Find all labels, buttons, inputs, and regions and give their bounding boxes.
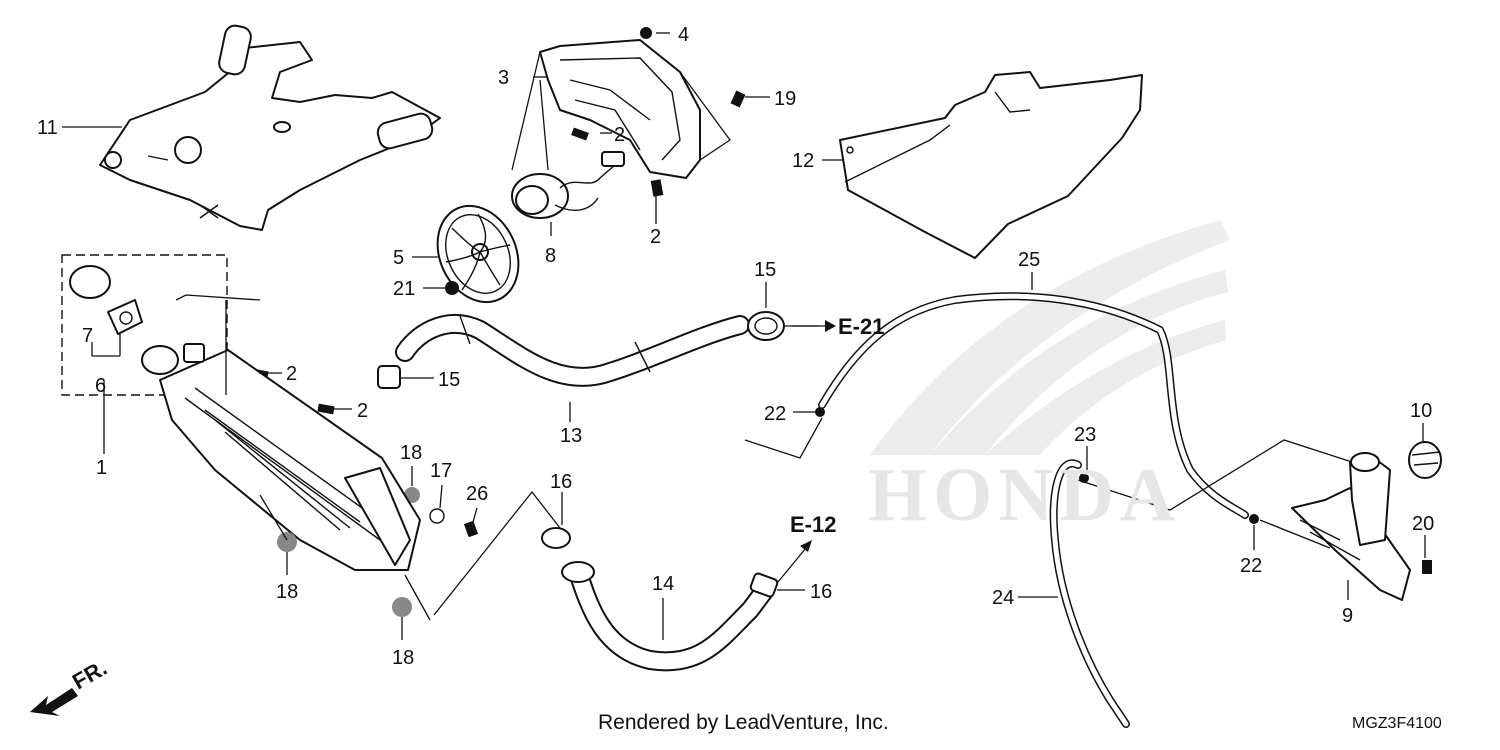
callout-16: 16 <box>550 471 572 493</box>
brand-watermark: HONDA <box>868 453 1181 537</box>
reference-e21: E-21 <box>838 314 884 339</box>
callout-26: 26 <box>466 483 488 505</box>
front-direction-arrow: FR. <box>30 655 111 716</box>
callout-22: 22 <box>1240 555 1262 577</box>
fan-motor-part <box>511 151 625 219</box>
render-credit: Rendered by LeadVenture, Inc. <box>598 711 889 734</box>
callout-3: 3 <box>498 67 509 89</box>
callout-18: 18 <box>400 442 422 464</box>
callout-7: 7 <box>82 325 93 347</box>
callout-2: 2 <box>650 226 661 248</box>
callout-18: 18 <box>276 581 298 603</box>
callout-8: 8 <box>545 245 556 267</box>
reference-e12: E-12 <box>790 512 836 537</box>
fasteners <box>251 27 1432 574</box>
callout-10: 10 <box>1410 400 1432 422</box>
callout-1: 1 <box>96 457 107 479</box>
callout-14: 14 <box>652 573 674 595</box>
callout-4: 4 <box>678 24 689 46</box>
callout-13: 13 <box>560 425 582 447</box>
callout-15: 15 <box>754 259 776 281</box>
callout-2: 2 <box>286 363 297 385</box>
callout-21: 21 <box>393 278 415 300</box>
callout-16: 16 <box>810 581 832 603</box>
reference-arrows <box>777 320 836 583</box>
cover-plate-part <box>99 24 441 231</box>
callout-12: 12 <box>792 150 814 172</box>
upper-hose-part <box>377 313 750 389</box>
callout-labels: 1 2 2 2 2 3 4 5 6 7 8 9 10 11 12 13 14 1… <box>37 24 1434 669</box>
diagram-code: MGZ3F4100 <box>1352 715 1442 732</box>
radiator-part <box>61 254 421 617</box>
fan-shroud-part <box>539 39 701 179</box>
hose-clamp-upper <box>747 311 785 341</box>
callout-11: 11 <box>37 117 58 139</box>
callout-2: 2 <box>614 124 625 146</box>
callout-9: 9 <box>1342 605 1353 627</box>
callout-20: 20 <box>1412 513 1434 535</box>
drain-tube-24 <box>1049 459 1130 728</box>
callout-17: 17 <box>430 460 452 482</box>
callout-5: 5 <box>393 247 404 269</box>
callout-25: 25 <box>1018 249 1040 271</box>
callout-22: 22 <box>764 403 786 425</box>
front-direction-label: FR. <box>68 655 111 694</box>
callout-24: 24 <box>992 587 1014 609</box>
lower-hose-part <box>541 527 779 672</box>
callout-2: 2 <box>357 400 368 422</box>
fan-blade-part <box>436 204 520 304</box>
callout-23: 23 <box>1074 424 1096 446</box>
callout-6: 6 <box>95 375 106 397</box>
side-cover-part <box>839 71 1143 259</box>
reserve-tank-part <box>1291 441 1442 601</box>
callout-18: 18 <box>392 647 414 669</box>
overflow-tube-25 <box>818 292 1249 519</box>
leader-lines <box>62 32 1426 640</box>
callout-19: 19 <box>774 88 796 110</box>
callout-15: 15 <box>438 369 460 391</box>
